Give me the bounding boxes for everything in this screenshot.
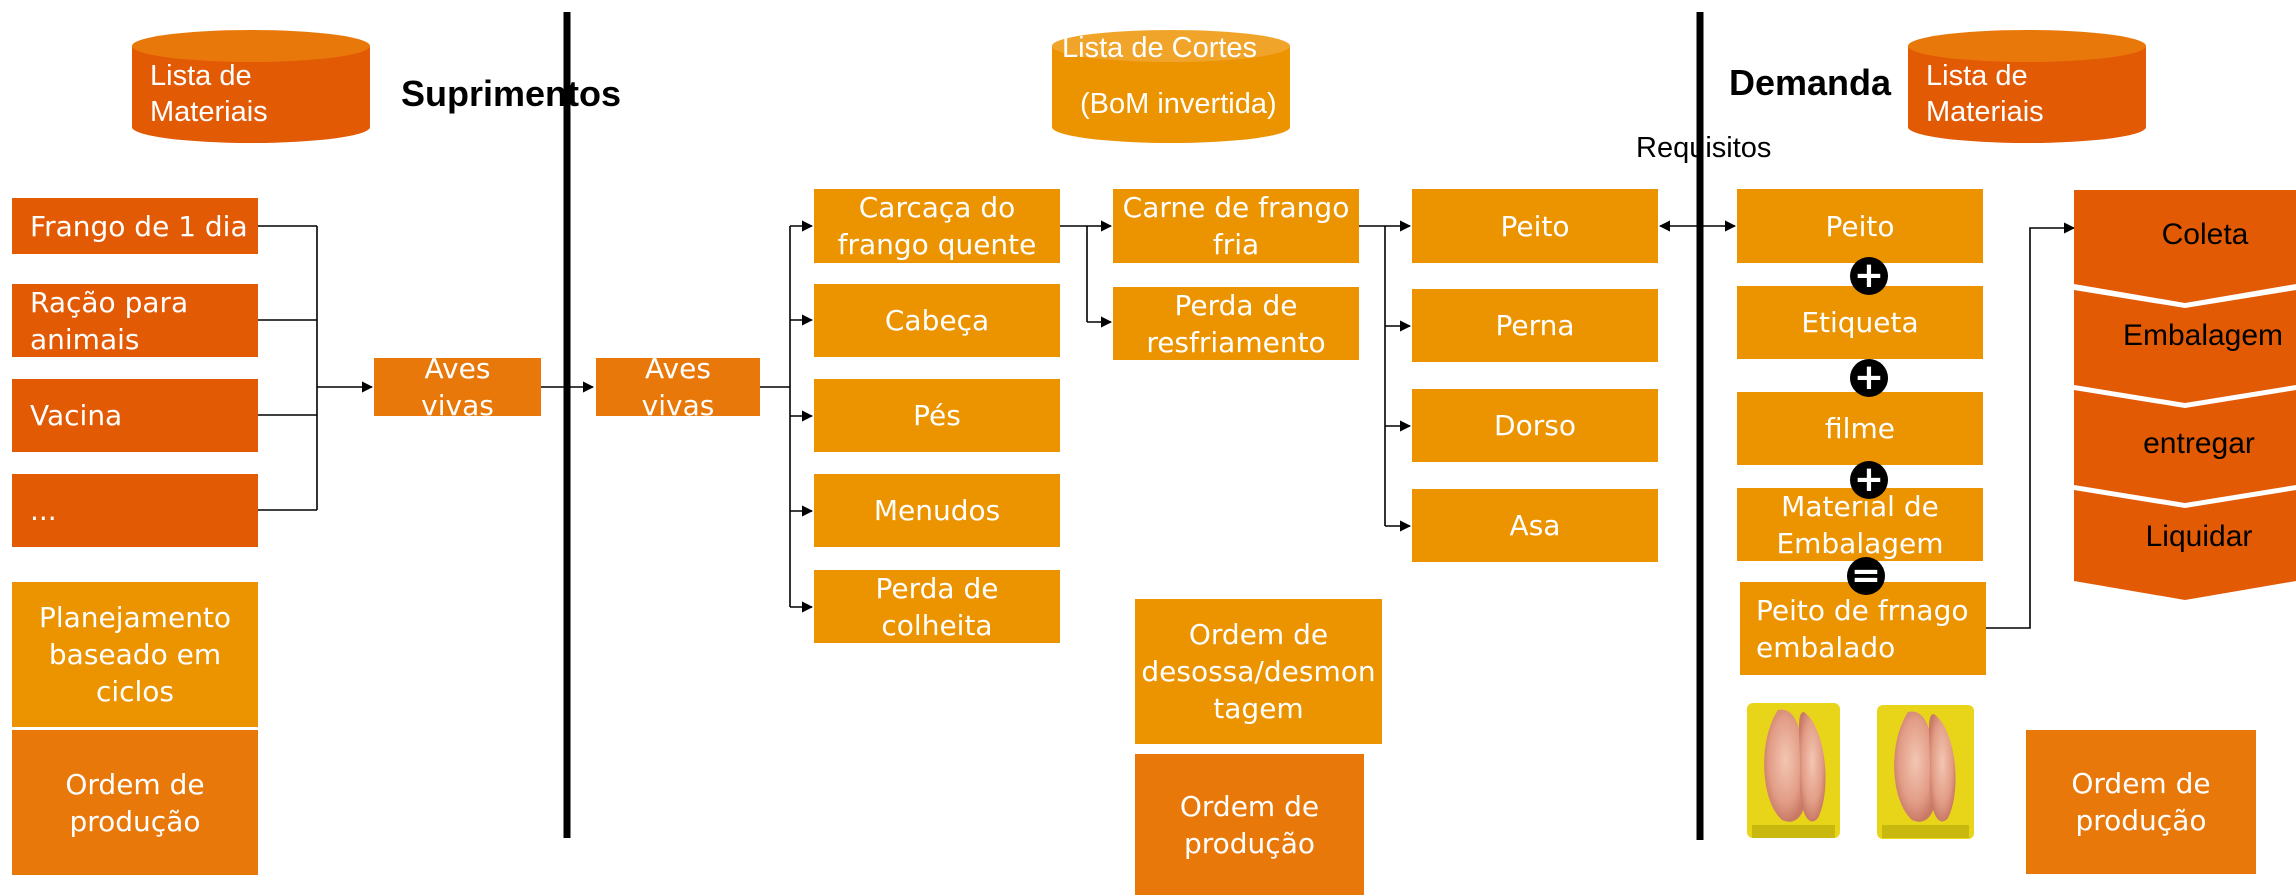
- process-step-label: Embalagem: [2122, 319, 2284, 352]
- production-order-right: Ordem de produção: [2026, 730, 2256, 874]
- plus-icon: +: [1850, 359, 1888, 397]
- process-step-label: entregar: [2143, 427, 2255, 460]
- process-step-label: Coleta: [2161, 218, 2249, 251]
- cut-list-db-title: Lista de Cortes: [1062, 32, 1258, 64]
- carcass-part: Perda de colheita: [814, 570, 1060, 643]
- chevron-liquidar: [2074, 490, 2296, 600]
- cut-item: Dorso: [1412, 389, 1658, 462]
- process-connector: [1986, 222, 2076, 629]
- chevron-coleta: [2074, 190, 2296, 303]
- cut-item: Perna: [1412, 289, 1658, 362]
- database-cylinder-right: [1908, 30, 2146, 143]
- input-vaccine: Vacina: [12, 379, 258, 452]
- supply-heading: Suprimentos: [401, 73, 622, 114]
- input-more: ...: [12, 474, 258, 547]
- production-order-left: Ordem de produção: [12, 730, 258, 875]
- carcass-connector: [760, 220, 814, 613]
- database-cylinder-center: [1052, 30, 1290, 143]
- cycle-planning: Planejamento baseado em ciclos: [12, 582, 258, 727]
- packaged-breast: Peito de frnago embalado: [1740, 582, 1986, 675]
- chevron-entregar: [2074, 390, 2296, 503]
- chicken-breast-photo: [1873, 702, 1976, 842]
- chilling-loss: Perda de resfriamento: [1113, 287, 1359, 360]
- plus-icon: +: [1850, 257, 1888, 295]
- left-materials-db-label: Lista de Materiais: [150, 60, 268, 128]
- right-materials-db-label: Lista de Materiais: [1926, 60, 2044, 128]
- assembly-item: filme: [1737, 392, 1983, 465]
- assembly-item: Etiqueta: [1737, 286, 1983, 359]
- live-birds-supply: Aves vivas: [374, 358, 541, 416]
- chevron-embalagem: [2074, 290, 2296, 403]
- input-day-old-chick: Frango de 1 dia: [12, 198, 258, 254]
- cut-item: Asa: [1412, 489, 1658, 562]
- carcass-part: Pés: [814, 379, 1060, 452]
- database-cylinder-left: [132, 30, 370, 143]
- plus-icon: +: [1850, 461, 1888, 499]
- requirements-label: Requisitos: [1636, 132, 1772, 164]
- carcass-part: Carcaça do frango quente: [814, 189, 1060, 263]
- chilled-meat: Carne de frango fria: [1113, 189, 1359, 263]
- live-birds-demand: Aves vivas: [596, 358, 760, 416]
- production-order-middle: Ordem de produção: [1135, 754, 1364, 895]
- carcass-part: Cabeça: [814, 284, 1060, 357]
- inputs-connector: [258, 225, 374, 511]
- cut-item: Peito: [1412, 189, 1658, 263]
- demand-heading: Demanda: [1729, 62, 1892, 103]
- chicken-breast-photo: [1745, 700, 1842, 840]
- deboning-order: Ordem de desossa/desmon tagem: [1135, 599, 1382, 744]
- input-animal-feed: Ração para animais: [12, 284, 258, 357]
- chilling-connector: [1060, 220, 1113, 328]
- cuts-connector: [1359, 220, 1412, 532]
- process-step-label: Liquidar: [2145, 520, 2253, 553]
- cut-list-db-subtitle: (BoM invertida): [1080, 88, 1277, 120]
- assembly-item: Peito: [1737, 189, 1983, 263]
- equals-icon: =: [1847, 557, 1885, 595]
- carcass-part: Menudos: [814, 474, 1060, 547]
